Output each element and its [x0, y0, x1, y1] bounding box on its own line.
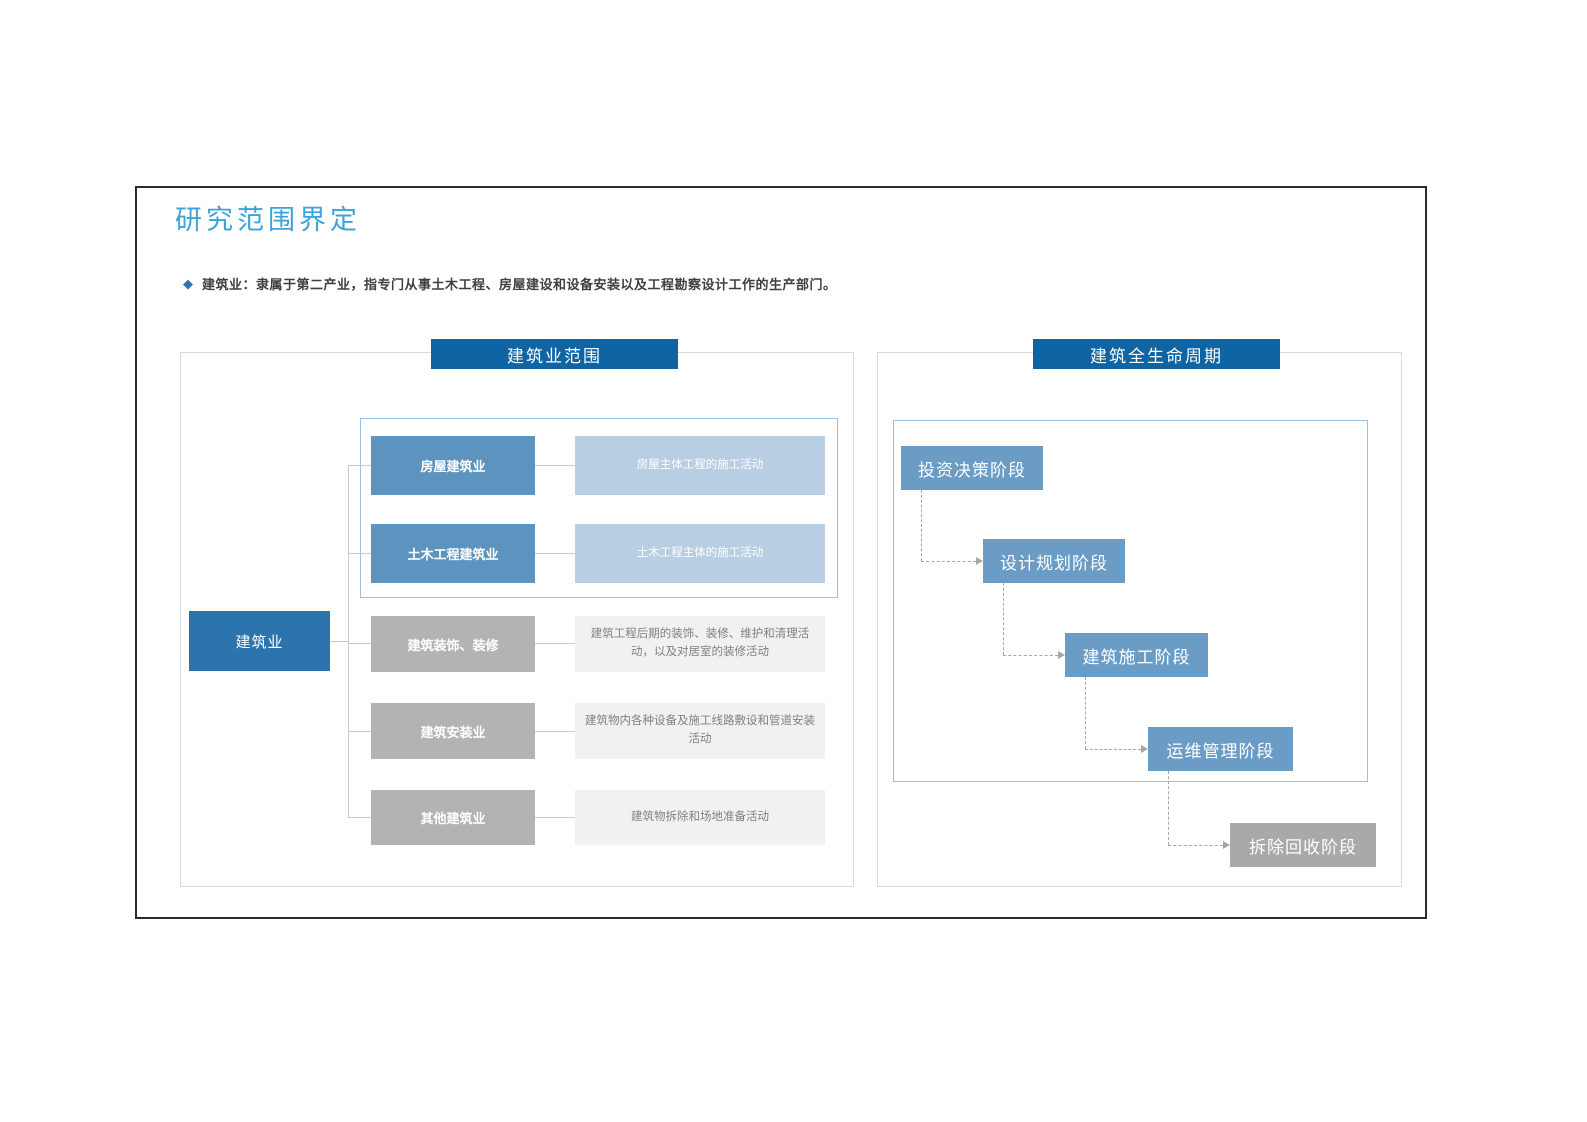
lifecycle-panel-header: 建筑全生命周期 — [1033, 339, 1280, 369]
node-desc-connector — [535, 643, 575, 644]
arrowhead-icon — [1223, 841, 1230, 849]
stage-connector-vertical — [921, 490, 922, 561]
tree-branch-line — [348, 731, 371, 732]
lifecycle-stage: 拆除回收阶段 — [1230, 823, 1376, 867]
lifecycle-stage: 建筑施工阶段 — [1065, 633, 1208, 677]
node-desc-connector — [535, 731, 575, 732]
tree-branch-line — [348, 817, 371, 818]
tree-branch-line — [348, 553, 371, 554]
root-node: 建筑业 — [189, 611, 330, 671]
slide-frame: 研究范围界定 ◆ 建筑业：隶属于第二产业，指专门从事土木工程、房屋建设和设备安装… — [135, 186, 1427, 919]
stage-connector-vertical — [1003, 583, 1004, 655]
tree-node: 土木工程建筑业 — [371, 524, 535, 583]
stage-connector-horizontal — [1003, 655, 1058, 656]
tree-branch-line — [348, 643, 371, 644]
stage-connector-vertical — [1085, 677, 1086, 749]
node-desc-connector — [535, 817, 575, 818]
tree-node: 建筑安装业 — [371, 703, 535, 759]
node-description: 土木工程主体的施工活动 — [575, 524, 825, 583]
tree-branch-line — [348, 465, 371, 466]
node-description: 建筑物拆除和场地准备活动 — [575, 790, 825, 845]
node-desc-connector — [535, 553, 575, 554]
node-description: 建筑工程后期的装饰、装修、维护和清理活动，以及对居室的装修活动 — [575, 616, 825, 672]
construction-scope-panel: 建筑业范围 建筑业 房屋建筑业 房屋主体工程的施工活动 土木工程建筑业 土木工程… — [180, 339, 854, 887]
lifecycle-stage: 投资决策阶段 — [901, 446, 1043, 490]
bullet-diamond-icon: ◆ — [183, 276, 193, 291]
page-title: 研究范围界定 — [175, 205, 361, 236]
node-description: 房屋主体工程的施工活动 — [575, 436, 825, 495]
node-desc-connector — [535, 465, 575, 466]
arrowhead-icon — [1058, 651, 1065, 659]
node-description: 建筑物内各种设备及施工线路敷设和管道安装活动 — [575, 703, 825, 759]
bullet-text: 建筑业：隶属于第二产业，指专门从事土木工程、房屋建设和设备安装以及工程勘察设计工… — [202, 277, 837, 292]
bullet-item: ◆ 建筑业：隶属于第二产业，指专门从事土木工程、房屋建设和设备安装以及工程勘察设… — [183, 274, 837, 293]
scope-inner-group-box — [360, 418, 838, 598]
lifecycle-stage: 设计规划阶段 — [983, 539, 1125, 583]
tree-node: 建筑装饰、装修 — [371, 616, 535, 672]
tree-root-connector — [330, 641, 348, 642]
tree-node: 房屋建筑业 — [371, 436, 535, 495]
lifecycle-panel: 建筑全生命周期 投资决策阶段 设计规划阶段 建筑施工阶段 运维管理阶段 拆除回收… — [877, 339, 1402, 887]
arrowhead-icon — [976, 557, 983, 565]
scope-panel-header: 建筑业范围 — [431, 339, 678, 369]
arrowhead-icon — [1141, 745, 1148, 753]
stage-connector-horizontal — [1168, 845, 1223, 846]
tree-node: 其他建筑业 — [371, 790, 535, 845]
lifecycle-stage: 运维管理阶段 — [1148, 727, 1293, 771]
lifecycle-inner-box — [893, 420, 1368, 782]
tree-trunk-line — [348, 465, 349, 818]
stage-connector-horizontal — [921, 561, 976, 562]
stage-connector-vertical — [1168, 771, 1169, 845]
stage-connector-horizontal — [1085, 749, 1141, 750]
